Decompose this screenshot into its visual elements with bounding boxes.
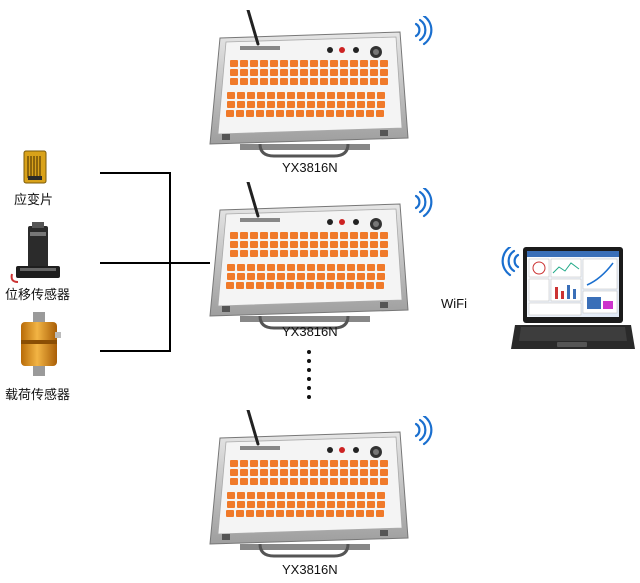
data-logger-icon — [200, 182, 420, 332]
data-logger-icon — [200, 10, 420, 160]
displacement-sensor-icon — [10, 222, 66, 288]
ellipsis-dot — [307, 386, 311, 390]
connection-line — [100, 262, 210, 264]
wifi-label: WiFi — [441, 296, 467, 311]
connection-line — [169, 172, 171, 352]
connection-line — [100, 350, 170, 352]
sensor-label: 位移传感器 — [5, 288, 71, 303]
wifi-icon — [414, 14, 434, 50]
ellipsis-dot — [307, 368, 311, 372]
ellipsis-dot — [307, 359, 311, 363]
wifi-icon — [414, 186, 434, 222]
sensor-label: 应变片 — [14, 193, 54, 208]
strain-gauge-icon — [23, 150, 47, 188]
device-label: YX3816N — [282, 324, 338, 339]
ellipsis-dot — [307, 377, 311, 381]
load-cell-icon — [17, 312, 61, 382]
sensor-label: 载荷传感器 — [5, 388, 71, 403]
device-label: YX3816N — [282, 160, 338, 175]
laptop-icon — [505, 245, 635, 359]
data-logger-icon — [200, 410, 420, 560]
wifi-icon — [414, 414, 434, 450]
ellipsis-dot — [307, 395, 311, 399]
ellipsis-dot — [307, 350, 311, 354]
connection-line — [100, 172, 170, 174]
device-label: YX3816N — [282, 562, 338, 577]
